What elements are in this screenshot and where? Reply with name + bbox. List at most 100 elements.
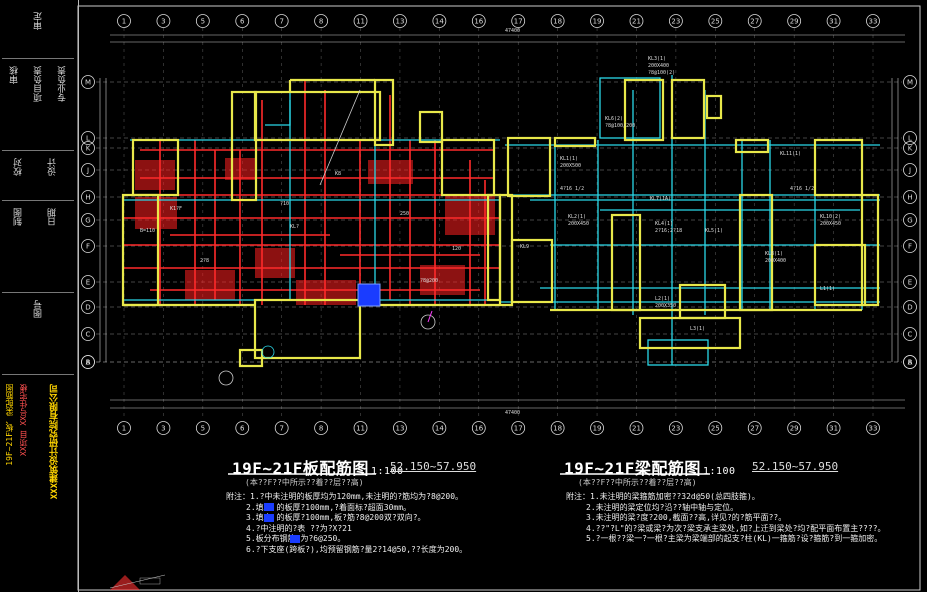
- svg-text:KL9: KL9: [520, 244, 529, 250]
- svg-text:2?8: 2?8: [200, 258, 209, 264]
- axis-bubble: [550, 14, 565, 28]
- svg-text:?8@100(2): ?8@100(2): [648, 70, 675, 76]
- axis-label: 31: [829, 18, 838, 26]
- title-block-label: 制图: [14, 208, 24, 226]
- axis-label: C: [86, 331, 91, 339]
- svg-text:KL6(2): KL6(2): [605, 116, 623, 122]
- svg-text:L2(1): L2(1): [655, 296, 670, 302]
- axis-label: 19: [593, 18, 602, 26]
- axis-bubble: [117, 421, 131, 435]
- svg-text:4?16 1/2: 4?16 1/2: [790, 186, 814, 192]
- axis-bubble: [903, 213, 917, 227]
- axis-bubble: [787, 421, 802, 435]
- axis-label: H: [85, 194, 90, 202]
- axis-label: E: [908, 279, 912, 287]
- title-block-label: 设计: [48, 158, 58, 176]
- axis-bubble: [81, 190, 95, 204]
- axis-label: 33: [869, 18, 878, 26]
- title-block-label: 校对: [14, 158, 24, 176]
- axis-label: 18: [553, 425, 562, 433]
- note-line: 5.?一根??梁一?一根?主梁为梁端部的起支?柱(KL)一箍筋?设?箍筋?到一箍…: [586, 534, 883, 543]
- axis-label: J: [86, 167, 89, 175]
- legend-swatch-blue: [264, 514, 274, 522]
- svg-text:?8@100/200: ?8@100/200: [605, 123, 635, 129]
- note-line: 6.?下支座(跨板?),均预留钢筋?量2?14@50,??长度为200。: [246, 544, 468, 554]
- axis-label: 29: [790, 18, 799, 26]
- axis-bubble: [353, 421, 368, 435]
- axis-bubble: [511, 421, 526, 435]
- drawing-name: 19F~21F板、梁配筋图: [5, 384, 14, 466]
- axis-bubble: [117, 14, 131, 28]
- company-name: XXX建筑设计研究院有限公司: [50, 384, 60, 500]
- axis-label: 14: [435, 425, 444, 433]
- axis-bubble: [787, 14, 802, 28]
- axis-bubble: [195, 421, 210, 435]
- axis-label: 6: [240, 18, 245, 26]
- axis-label: L: [86, 135, 90, 143]
- title-block-label: 审核: [10, 66, 20, 84]
- title-block: 审定 审核 项目负责 专业负责 校对 设计 制图 日期 图号 19F~21F板、…: [0, 0, 79, 592]
- svg-text:KL10(2): KL10(2): [820, 214, 841, 220]
- axis-label: 13: [395, 425, 404, 433]
- axis-label: 17: [514, 425, 523, 433]
- svg-text:2?16;2?18: 2?16;2?18: [655, 228, 682, 234]
- axis-label: 25: [711, 18, 720, 26]
- axis-bubble: [81, 300, 95, 314]
- beam-plan-notes: 附注：1.未注明的梁箍筋加密??32d@50(总四肢箍)。 2.未注明的梁定位均…: [566, 492, 886, 545]
- title-block-label: 日期: [48, 208, 58, 226]
- axis-bubble: [708, 14, 723, 28]
- axis-label: D: [85, 304, 90, 312]
- svg-text:200X500: 200X500: [560, 163, 581, 169]
- axis-label: 3: [161, 18, 165, 26]
- axis-label: 11: [356, 425, 365, 433]
- axis-label: 17: [514, 18, 523, 26]
- svg-text:K8: K8: [335, 171, 341, 177]
- axis-bubble: [156, 421, 171, 435]
- svg-text:KL2(1): KL2(1): [568, 214, 586, 220]
- svg-text:KL4(1): KL4(1): [655, 221, 673, 227]
- axis-label: 14: [435, 18, 444, 26]
- svg-text:L3(1): L3(1): [690, 326, 705, 332]
- axis-label: 29: [790, 425, 799, 433]
- axis-bubble: [903, 131, 917, 145]
- note-line: 3.填充 的板厚?100mm,板?筋?8@200双?双向?。: [246, 513, 426, 522]
- title-block-label: 项目负责: [34, 66, 44, 102]
- axis-label: 33: [869, 425, 878, 433]
- axis-bubble: [81, 141, 95, 155]
- note-line: 附注：1.未注明的梁箍筋加密??32d@50(总四肢箍)。: [566, 492, 760, 501]
- svg-text:KL3(1): KL3(1): [648, 56, 666, 62]
- axis-bubble: [903, 75, 917, 89]
- note-line: 附注：1.?中未注明的板厚均为120mm,未注明的?筋均为?8@200。: [226, 492, 464, 501]
- axis-label: 19: [593, 425, 602, 433]
- axis-bubble: [668, 421, 683, 435]
- axis-bubble: [903, 355, 917, 369]
- axis-label: 21: [632, 425, 641, 433]
- note-line: 5.板分布钢筋?为?6@250。: [226, 534, 467, 545]
- svg-text:200X400: 200X400: [765, 258, 786, 264]
- axis-label: 23: [671, 18, 680, 26]
- axis-bubble: [826, 14, 841, 28]
- axis-label: 5: [201, 18, 205, 26]
- axis-label: F: [908, 243, 912, 251]
- svg-text:KL?: KL?: [290, 224, 299, 230]
- axis-label: 3: [161, 425, 165, 433]
- project-name: XX项目 XX号住宅楼: [19, 384, 28, 457]
- axis-bubble: [629, 14, 644, 28]
- slab-plan-scale: 1:100: [370, 466, 404, 477]
- svg-text:B=110: B=110: [140, 228, 155, 234]
- axis-bubble: [471, 421, 486, 435]
- svg-text:?8@200: ?8@200: [420, 278, 438, 284]
- svg-text:KL11(1): KL11(1): [780, 151, 801, 157]
- legend-swatch-blue: [290, 535, 300, 543]
- svg-text:K1?F: K1?F: [170, 206, 182, 212]
- slab-plan-elevation: 52.150~57.950: [390, 460, 477, 473]
- axis-bubble: [235, 421, 250, 435]
- svg-text:120: 120: [452, 246, 461, 252]
- svg-text:L1(1): L1(1): [820, 286, 835, 292]
- axis-bubble: [747, 421, 762, 435]
